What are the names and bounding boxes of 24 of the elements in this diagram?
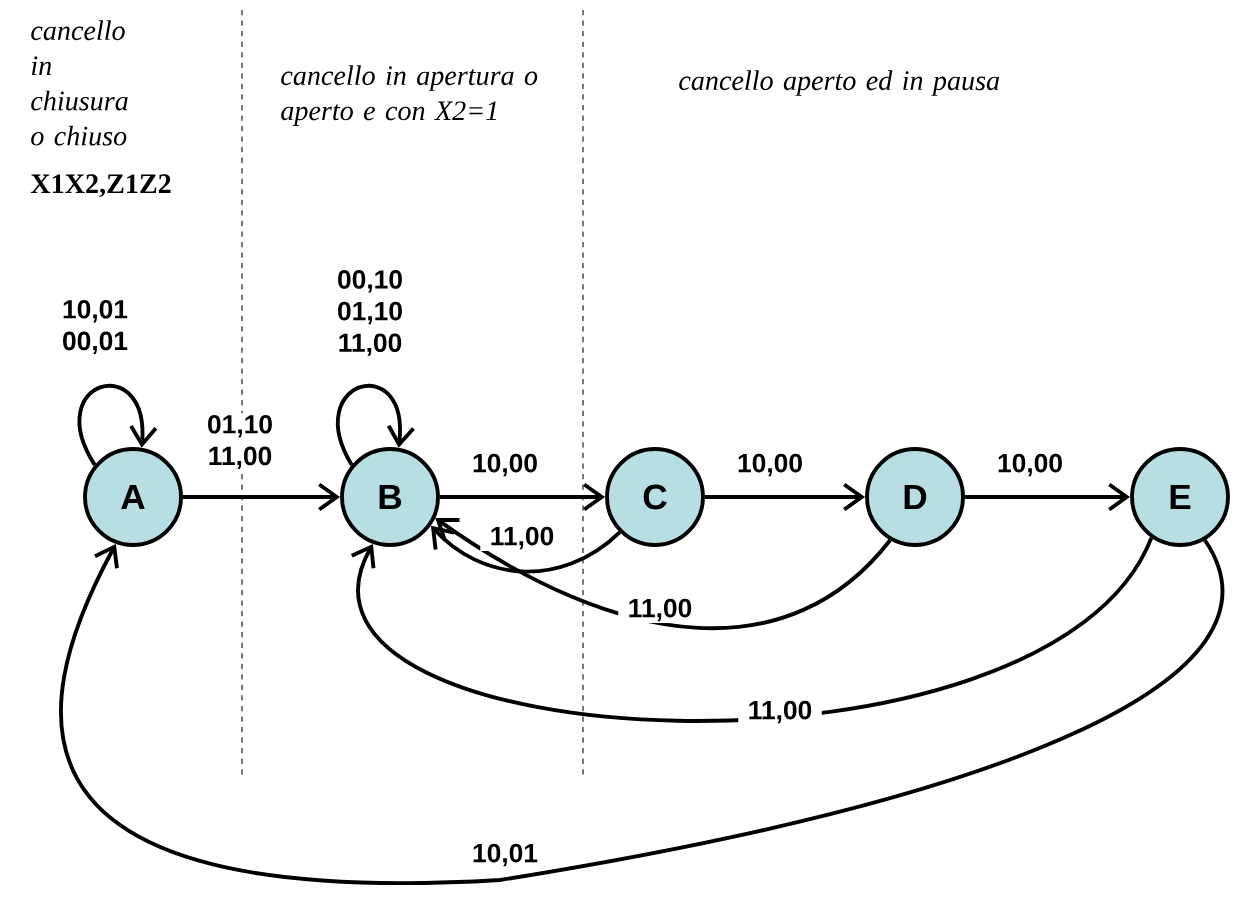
region-label: cancello in chiusura o chiuso bbox=[31, 20, 128, 146]
edge-label: 10,00 bbox=[988, 452, 1072, 478]
arrow bbox=[350, 536, 1153, 723]
arrow bbox=[59, 539, 1223, 885]
edge-label: 10,00 bbox=[728, 452, 812, 478]
arrow bbox=[439, 482, 606, 512]
arrow bbox=[182, 482, 341, 512]
arrow bbox=[964, 482, 1131, 512]
arrow bbox=[435, 518, 892, 630]
arrow bbox=[336, 384, 415, 466]
arrow bbox=[704, 482, 866, 512]
region-label: cancello aperto ed in pausa bbox=[679, 70, 1000, 96]
edge-label: 11,00 bbox=[738, 699, 822, 725]
edge-label: 10,01 00,01 bbox=[53, 298, 137, 356]
state-variables-label: X1X2,Z1Z2 bbox=[30, 174, 171, 198]
edge-label: 00,10 01,10 11,00 bbox=[328, 268, 412, 358]
edge-label: 10,01 bbox=[463, 842, 547, 868]
arrow bbox=[77, 384, 158, 466]
edge-label: 10,00 bbox=[463, 452, 547, 478]
edge-label: 11,00 bbox=[618, 597, 702, 623]
arrow bbox=[430, 525, 621, 574]
region-label: cancello in apertura o aperto e con X2=1 bbox=[281, 65, 538, 126]
edge-label: 11,00 bbox=[480, 525, 564, 551]
edge-label: 01,10 11,00 bbox=[198, 413, 282, 471]
